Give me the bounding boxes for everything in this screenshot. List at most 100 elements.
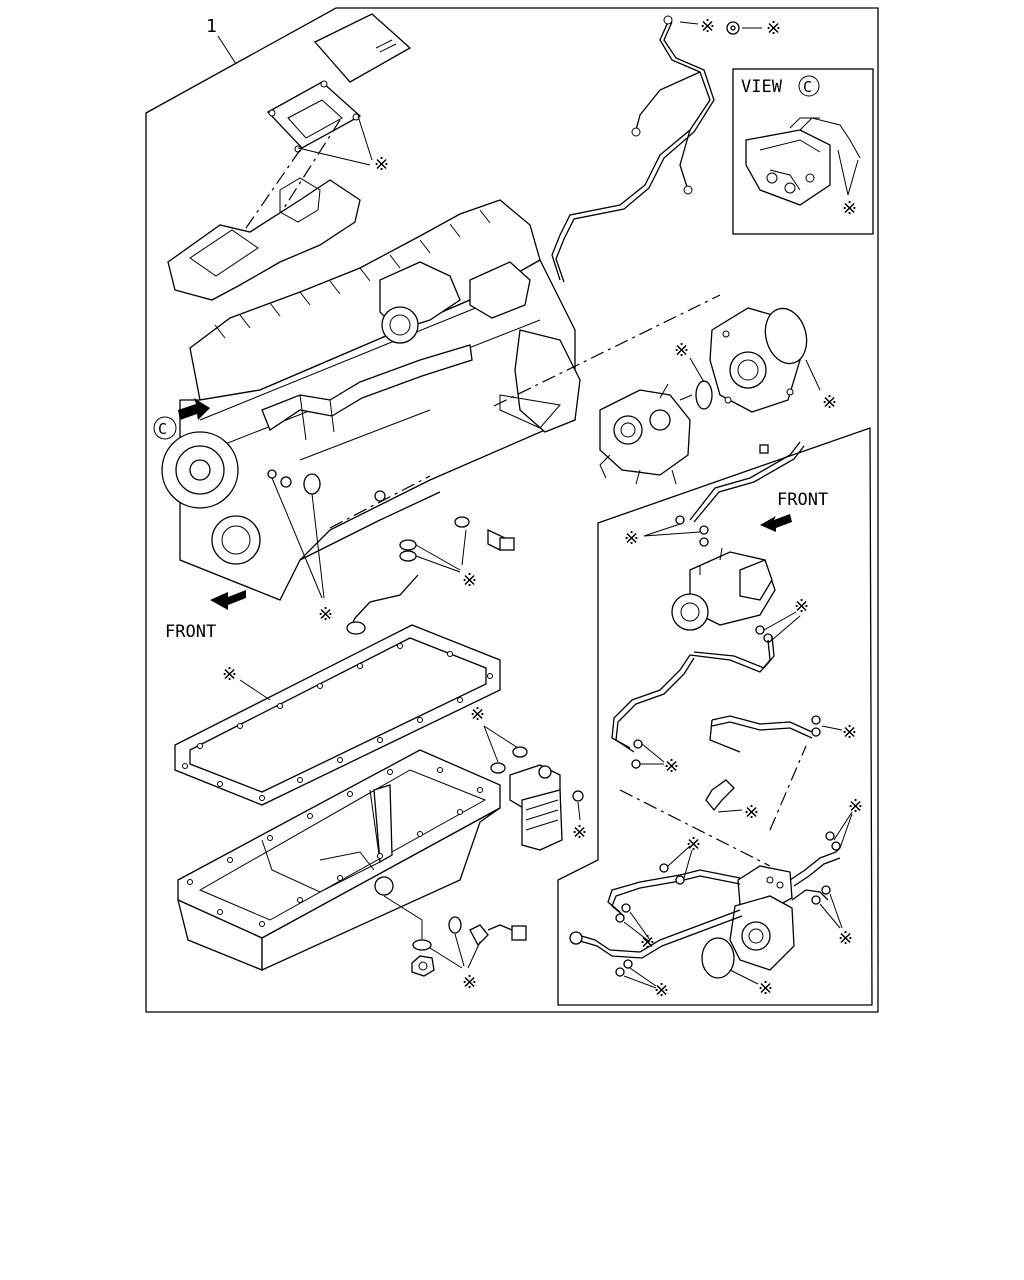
drain-washer <box>412 939 432 951</box>
clip-part <box>726 21 740 35</box>
leader-turbo-nuts <box>763 611 801 641</box>
asterisk-right-lower-washers: ※ <box>838 928 853 949</box>
washer-front <box>267 469 277 479</box>
leader-elbow <box>717 809 743 813</box>
dipstick-tube <box>299 491 441 561</box>
cooler-pipe-bottom <box>577 909 741 953</box>
view-letter: C <box>803 78 812 96</box>
water-pipe-upper <box>711 715 813 733</box>
front-label-inset: FRONT <box>777 490 828 510</box>
oil-level-sensor <box>469 924 527 947</box>
asterisk-return-washers: ※ <box>664 756 679 777</box>
asterisk-gasket: ※ <box>222 664 237 685</box>
asterisk-filter-rings: ※ <box>470 704 485 725</box>
asterisk-feed-washers: ※ <box>624 528 639 549</box>
o-ring-a <box>399 539 417 551</box>
asterisk-water-washers: ※ <box>842 722 857 743</box>
leader-filter-bolt <box>577 801 581 821</box>
oil-filter <box>509 764 563 851</box>
leader-gasket <box>239 679 271 701</box>
o-ring-front <box>303 473 321 495</box>
cooler-pipe-right <box>789 847 841 881</box>
leader-cooler-ring <box>729 969 759 985</box>
filter-o-ring-2 <box>512 746 528 758</box>
dash-pump <box>493 294 721 407</box>
bolt-front <box>280 476 292 488</box>
cooler-pipe-left-2 <box>611 875 741 917</box>
turbocharger <box>671 547 776 631</box>
view-c-bracket-drawing <box>745 117 861 206</box>
leader-pump-ring-large <box>805 359 821 391</box>
dash-dipstick <box>329 475 431 529</box>
leader-right-washers <box>833 811 853 849</box>
callout-leader <box>217 35 237 65</box>
wiring-harness <box>551 15 715 283</box>
leader-o-rings <box>415 529 467 573</box>
asterisk-cooler-washers: ※ <box>686 834 701 855</box>
bottom-washer-2 <box>615 967 625 977</box>
intake-cover-plate <box>313 13 412 83</box>
leader-pump-ring-small <box>689 357 705 383</box>
feed-washer-1 <box>675 515 685 525</box>
cooler-pipe-right-2 <box>793 857 841 887</box>
asterisk-front-seals: ※ <box>318 604 333 625</box>
leader-view-c <box>837 149 859 196</box>
oil-return-flange <box>346 621 366 635</box>
filter-o-ring-1 <box>490 762 506 774</box>
front-arrow-main <box>210 590 246 610</box>
view-arrow <box>178 398 210 420</box>
turbo-oil-pipe-2 <box>693 635 775 669</box>
inset-frame <box>557 427 873 1006</box>
asterisk-cooler-ring: ※ <box>758 978 773 999</box>
o-ring-sensor <box>448 916 462 934</box>
asterisk-filter-bolt: ※ <box>572 822 587 843</box>
right-lower-washer-1 <box>811 895 821 905</box>
elbow-fitting <box>705 779 735 812</box>
oil-pan-gasket <box>174 624 501 806</box>
asterisk-turbo-nuts: ※ <box>794 596 809 617</box>
front-label-main: FRONT <box>165 622 216 642</box>
return-washer-1 <box>633 739 643 749</box>
engine-block <box>161 177 581 601</box>
turbo-feed-pipe-2 <box>693 445 805 523</box>
oil-cooler <box>729 865 795 971</box>
right-lower-washer-2 <box>821 885 831 895</box>
asterisk-gasket-top: ※ <box>374 154 389 175</box>
water-washer-2 <box>811 727 821 737</box>
water-pipe-upper-2 <box>711 721 813 739</box>
view-c-box <box>732 68 874 235</box>
cooler-o-ring <box>701 937 735 979</box>
feed-washer-2 <box>699 525 709 535</box>
leader-cooler-washers <box>667 845 693 879</box>
view-label: VIEW <box>741 77 783 97</box>
pump-o-ring-large <box>764 307 808 365</box>
drain-plug <box>411 955 435 977</box>
leader-return-washers <box>640 743 665 765</box>
leader-right-lower-washers <box>819 893 843 929</box>
turbo-feed-pipe <box>689 441 801 521</box>
leader-feed-washers <box>643 523 701 537</box>
asterisk-bottom-washers: ※ <box>654 980 669 1001</box>
oil-pan <box>177 749 501 972</box>
oil-return-pipe <box>349 574 419 629</box>
callout-number: 1 <box>206 16 217 37</box>
water-pipe-bend <box>709 719 741 753</box>
view-arrow-letter: C <box>158 420 167 438</box>
drain-plug-right <box>487 528 515 551</box>
turbo-return-pipe-2 <box>615 657 695 753</box>
turbo-return-pipe <box>611 654 691 749</box>
cooler-pipe-bottom-2 <box>579 915 743 959</box>
asterisk-pump-ring-large: ※ <box>822 392 837 413</box>
asterisk-pump-ring-small: ※ <box>674 340 689 361</box>
cooler-pipe-left <box>607 869 741 913</box>
return-washer-2 <box>631 759 641 769</box>
leader-filter-rings <box>483 725 519 763</box>
leader-sensor <box>429 933 481 969</box>
asterisk-lower-washers: ※ <box>640 932 655 953</box>
leader-drain <box>383 895 423 940</box>
leader-bottom-washers <box>623 967 657 989</box>
cooler-pipe-right-lower <box>791 889 829 901</box>
asterisk-right-washers: ※ <box>848 796 863 817</box>
right-washer-2 <box>825 831 835 841</box>
